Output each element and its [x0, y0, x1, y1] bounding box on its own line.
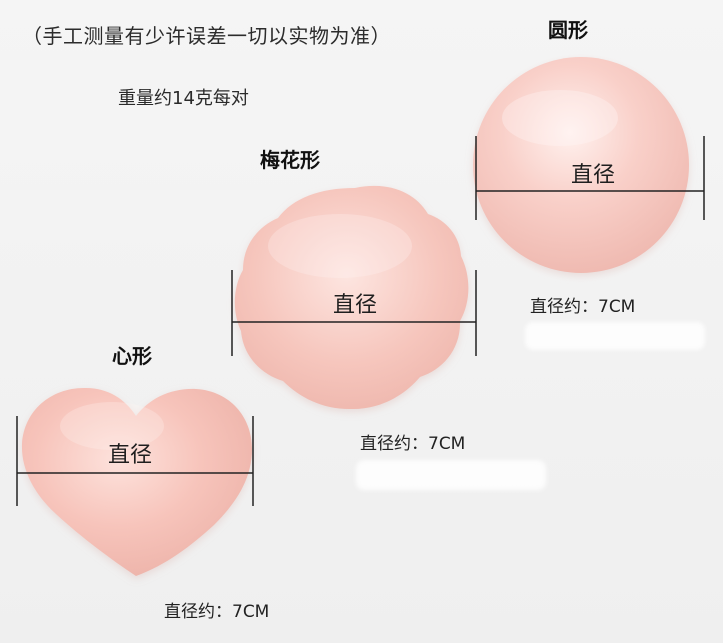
heart-pad-shape — [21, 387, 252, 576]
round-title: 圆形 — [548, 18, 588, 42]
heart-title: 心形 — [112, 344, 152, 368]
heart-pad-group — [16, 387, 254, 576]
round-diameter-label: 直径 — [571, 163, 616, 188]
white-smudge-right — [525, 322, 705, 350]
heart-size-text: 直径约：7CM — [164, 602, 270, 622]
round-pad-highlight — [502, 90, 618, 146]
round-size-text: 直径约：7CM — [530, 297, 636, 317]
plum-size-text: 直径约：7CM — [360, 434, 466, 454]
plum-pad-highlight — [268, 214, 412, 278]
plum-diameter-label: 直径 — [333, 293, 378, 318]
weight-note: 重量约14克每对 — [118, 88, 249, 109]
heart-diameter-label: 直径 — [108, 443, 153, 468]
plum-title: 梅花形 — [260, 148, 320, 172]
measurement-note: （手工测量有少许误差一切以实物为准） — [22, 24, 391, 48]
white-smudge-center — [356, 460, 546, 490]
